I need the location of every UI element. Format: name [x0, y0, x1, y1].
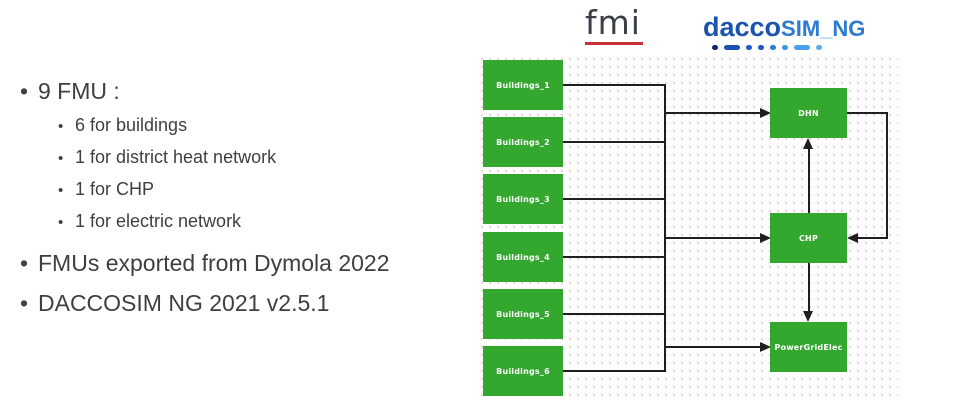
connector-chp-to-powergridelec: [808, 263, 810, 313]
diagram-node-buildings_4: Buildings_4: [483, 232, 563, 282]
diagram-node-buildings_6: Buildings_6: [483, 346, 563, 396]
bullet-text: 6 for buildings: [75, 115, 188, 135]
arrowhead-left-into-chp-icon: [847, 233, 858, 243]
diagram-node-buildings_1: Buildings_1: [483, 60, 563, 110]
connector-buildings_5-to-bus: [563, 313, 666, 315]
bullet-marker-icon: •: [58, 118, 64, 135]
bullet-marker-icon: •: [58, 182, 64, 199]
bullet-item: • 9 FMU :: [20, 76, 480, 106]
diagram-node-buildings_2: Buildings_2: [483, 117, 563, 167]
connector-buildings_1-to-bus: [563, 84, 666, 86]
connector-dhn-feedback-bottom: [858, 237, 888, 239]
morse-dot-icon: [816, 44, 822, 50]
arrowhead-into-dhn-icon: [760, 108, 771, 118]
bullet-text: 9 FMU :: [38, 78, 120, 104]
bullet-item: • 1 for district heat network: [58, 142, 480, 174]
morse-dot-icon: [746, 44, 752, 50]
bullet-item: • DACCOSIM NG 2021 v2.5.1: [20, 288, 480, 318]
bullet-marker-icon: •: [20, 250, 29, 276]
connector-bus-vertical: [664, 84, 666, 372]
bullet-text: FMUs exported from Dymola 2022: [38, 250, 390, 276]
diagram-node-pge: PowerGridElec: [770, 322, 847, 372]
morse-dot-icon: [758, 44, 764, 50]
connector-dhn-feedback-top: [847, 112, 888, 114]
connector-bus-to-powergridelec: [664, 346, 760, 348]
bullet-marker-icon: •: [20, 290, 29, 316]
connector-buildings_4-to-bus: [563, 256, 666, 258]
arrowhead-into-chp-icon: [760, 233, 771, 243]
connector-dhn-feedback-side: [886, 112, 888, 239]
arrowhead-into-powergridelec-icon: [760, 342, 771, 352]
arrowhead-down-into-powergridelec-icon: [803, 311, 813, 322]
daccosim-logo-morse-line: [712, 44, 865, 50]
daccosim-logo-part-dacco: dacco: [703, 12, 782, 42]
diagram-node-buildings_5: Buildings_5: [483, 289, 563, 339]
bullet-marker-icon: •: [58, 214, 64, 231]
fmi-logo-text: fmi: [585, 3, 641, 42]
bullet-text: 1 for CHP: [75, 179, 155, 199]
morse-dot-icon: [712, 44, 718, 50]
diagram-node-chp: CHP: [770, 213, 847, 263]
connector-chp-to-dhn: [808, 147, 810, 213]
bullet-item: • 6 for buildings: [58, 110, 480, 142]
connector-buildings_3-to-bus: [563, 198, 666, 200]
fmi-logo-underline: [585, 42, 643, 45]
daccosim-logo-part-sim: SIM: [781, 16, 821, 41]
bullet-text: DACCOSIM NG 2021 v2.5.1: [38, 290, 330, 316]
morse-dash-icon: [724, 44, 740, 50]
morse-dot-icon: [782, 44, 788, 50]
bullet-list: • 9 FMU : • 6 for buildings • 1 for district …: [20, 72, 480, 322]
bullet-text: 1 for district heat network: [75, 147, 277, 167]
bullet-marker-icon: •: [20, 78, 29, 104]
fmi-logo: fmi: [585, 5, 647, 45]
diagram-node-dhn: DHN: [770, 88, 847, 138]
morse-dot-icon: [770, 44, 776, 50]
connector-buildings_2-to-bus: [563, 141, 666, 143]
connector-bus-to-chp: [664, 237, 760, 239]
daccosim-logo-separator: _: [820, 16, 833, 41]
bullet-item: • FMUs exported from Dymola 2022: [20, 248, 480, 278]
bullet-text: 1 for electric network: [75, 211, 242, 231]
daccosim-logo-part-ng: NG: [832, 16, 866, 41]
diagram-node-buildings_3: Buildings_3: [483, 174, 563, 224]
connector-buildings_6-to-bus: [563, 370, 666, 372]
bullet-item: • 1 for electric network: [58, 206, 480, 238]
arrowhead-up-into-dhn-icon: [803, 138, 813, 149]
bullet-item: • 1 for CHP: [58, 174, 480, 206]
bullet-marker-icon: •: [58, 150, 64, 167]
morse-dash-icon: [794, 44, 810, 50]
connector-bus-to-dhn: [664, 112, 760, 114]
